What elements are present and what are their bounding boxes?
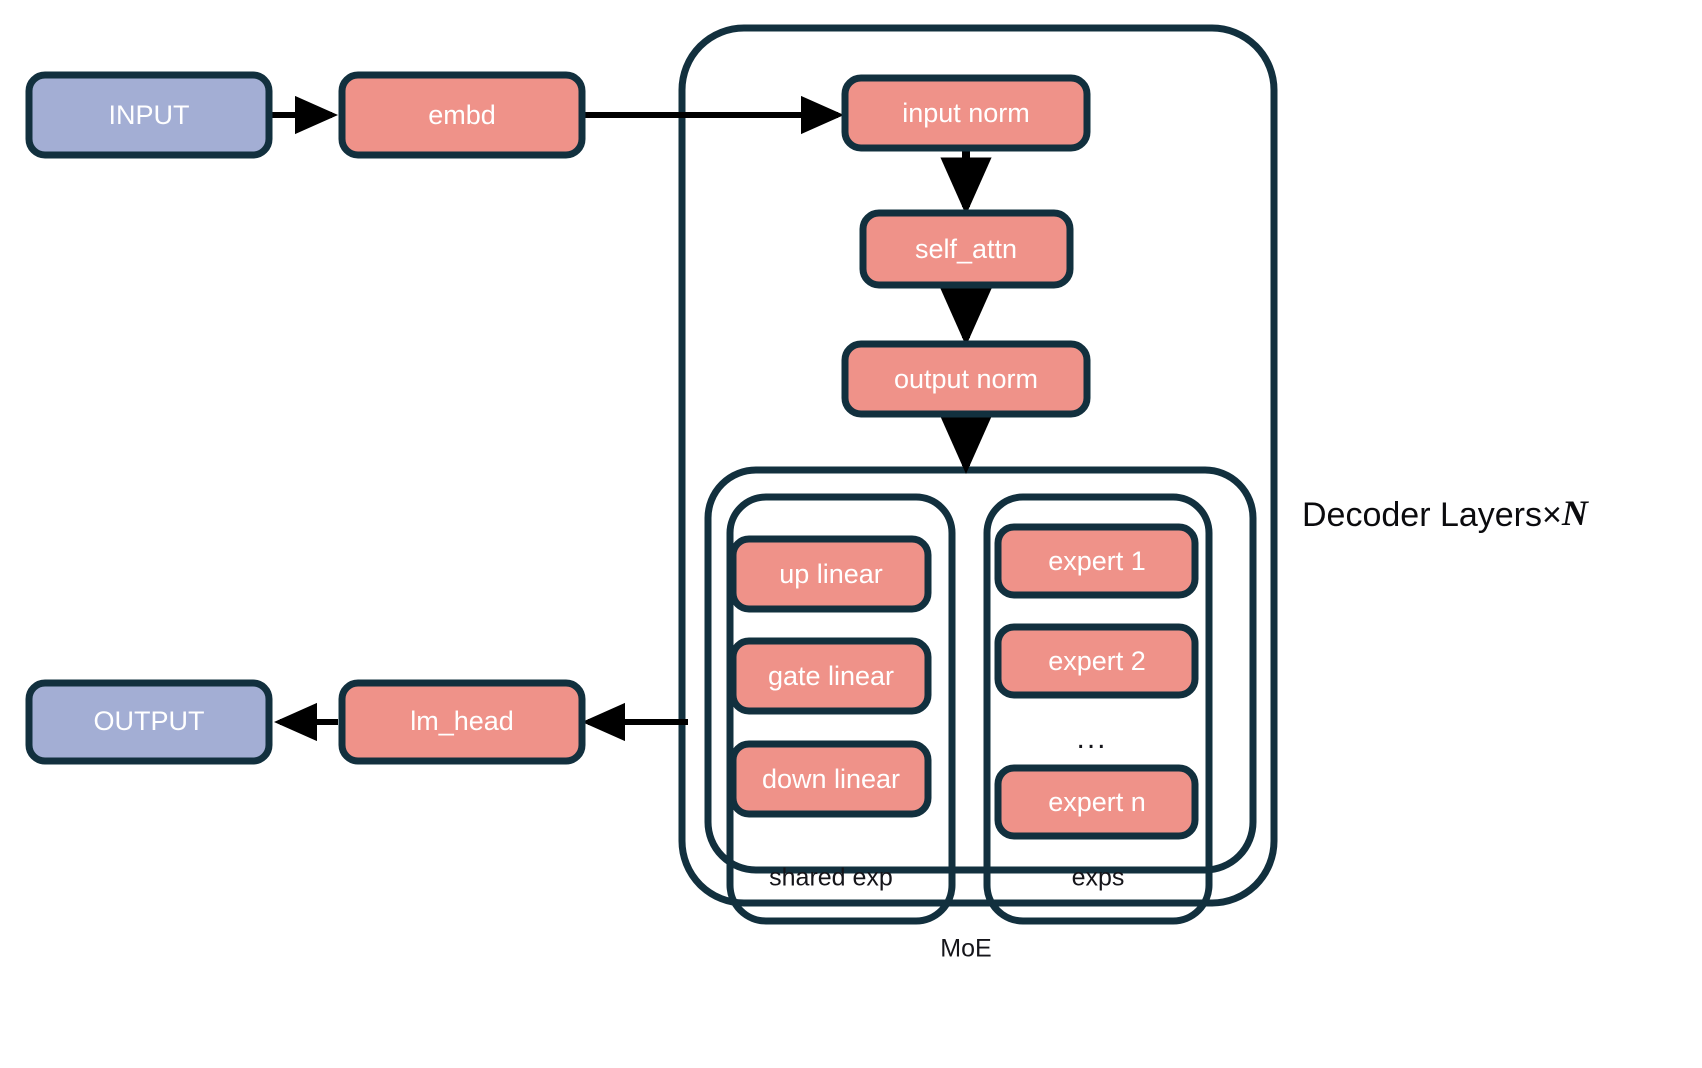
node-self-attn-shape [859, 209, 1074, 289]
node-expert-n-shape [994, 764, 1199, 840]
experts-ellipsis: ... [1076, 722, 1107, 755]
shared-exp-label: shared exp [769, 864, 893, 892]
node-output-norm-shape [841, 340, 1091, 418]
node-up-linear-label: up linear [779, 559, 883, 589]
node-expert-1-label: expert 1 [1048, 546, 1146, 576]
node-expert-1[interactable]: expert 1 [994, 523, 1199, 599]
node-expert-n[interactable]: expert n [994, 764, 1199, 840]
node-embd-label: embd [428, 100, 496, 130]
node-expert-n-label: expert n [1048, 787, 1146, 817]
node-input-norm[interactable]: input norm [841, 74, 1091, 152]
node-input-label: INPUT [109, 100, 190, 130]
node-down-linear-shape [729, 740, 932, 818]
node-output-norm[interactable]: output norm [841, 340, 1091, 418]
decoder-layers-container [678, 24, 1278, 907]
moe-label: MoE [940, 935, 991, 963]
node-output[interactable]: OUTPUT [25, 679, 273, 765]
node-expert-1-shape [994, 523, 1199, 599]
node-self-attn[interactable]: self_attn [859, 209, 1074, 289]
node-self-attn-label: self_attn [915, 234, 1017, 264]
node-lm-head[interactable]: lm_head [338, 679, 586, 765]
node-output-shape [25, 679, 273, 765]
exps-container [983, 493, 1213, 925]
node-gate-linear-label: gate linear [768, 661, 894, 691]
node-output-norm-label: output norm [894, 364, 1038, 394]
node-output-label: OUTPUT [94, 706, 205, 736]
decoder-layers-caption: Decoder Layers×N [1302, 493, 1590, 534]
node-expert-2[interactable]: expert 2 [994, 623, 1199, 699]
node-lm-head-shape [338, 679, 586, 765]
node-embd[interactable]: embd [338, 71, 586, 159]
node-input-norm-label: input norm [902, 98, 1030, 128]
node-expert-2-label: expert 2 [1048, 646, 1146, 676]
node-down-linear-label: down linear [762, 764, 900, 794]
node-gate-linear[interactable]: gate linear [729, 637, 932, 715]
node-embd-shape [338, 71, 586, 159]
node-input-norm-shape [841, 74, 1091, 152]
shared-exp-container [726, 493, 956, 925]
exps-label: exps [1072, 864, 1125, 892]
node-input-shape [25, 71, 273, 159]
node-up-linear-shape [729, 535, 932, 613]
node-input[interactable]: INPUT [25, 71, 273, 159]
node-down-linear[interactable]: down linear [729, 740, 932, 818]
node-lm-head-label: lm_head [410, 706, 514, 736]
node-up-linear[interactable]: up linear [729, 535, 932, 613]
node-gate-linear-shape [729, 637, 932, 715]
decoder-layers-caption-n: N [1561, 493, 1590, 533]
node-expert-2-shape [994, 623, 1199, 699]
decoder-layers-caption-prefix: Decoder Layers× [1302, 496, 1562, 534]
